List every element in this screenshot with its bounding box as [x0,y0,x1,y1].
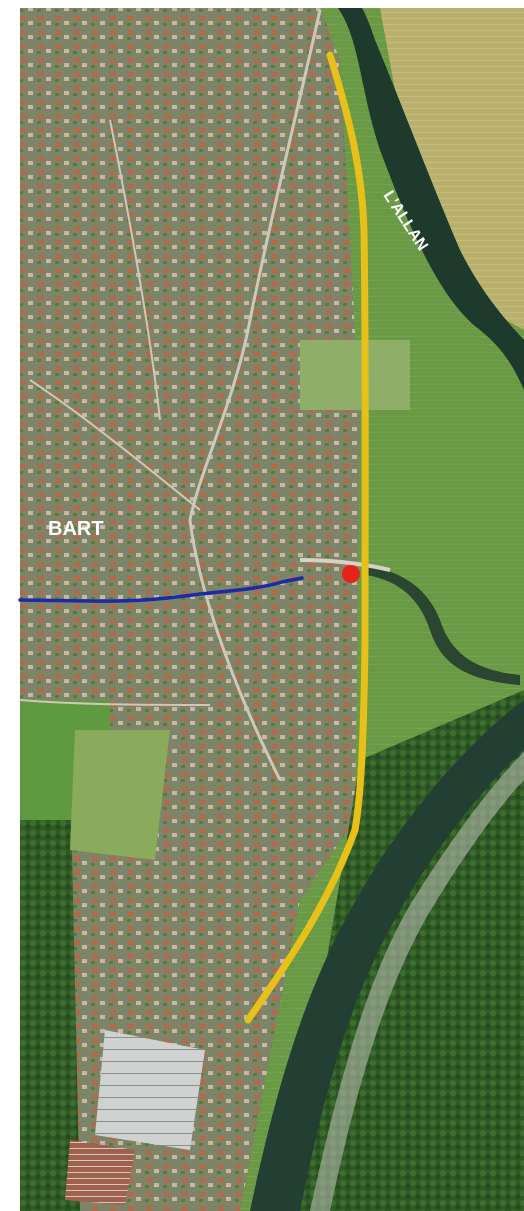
river-allan-north [338,8,524,390]
river-allan-south [250,700,524,1211]
town-label: BART [48,518,104,540]
factory-red-roofs [65,1140,135,1205]
orchard-west [70,730,170,860]
main-road [188,9,322,781]
wheat-field [380,8,524,330]
meadow [300,340,410,410]
stream-line [18,576,304,603]
forest-west [20,760,80,1211]
road-route [244,51,369,1024]
river-bend [365,565,520,685]
aerial-imagery [19,8,524,1211]
river-bank [310,752,524,1211]
location-marker [342,565,360,583]
side-road-2 [109,119,161,421]
side-road-3 [19,699,211,706]
bridge-road [299,558,391,572]
factory-roofs [95,1030,205,1150]
side-road-1 [29,379,201,511]
